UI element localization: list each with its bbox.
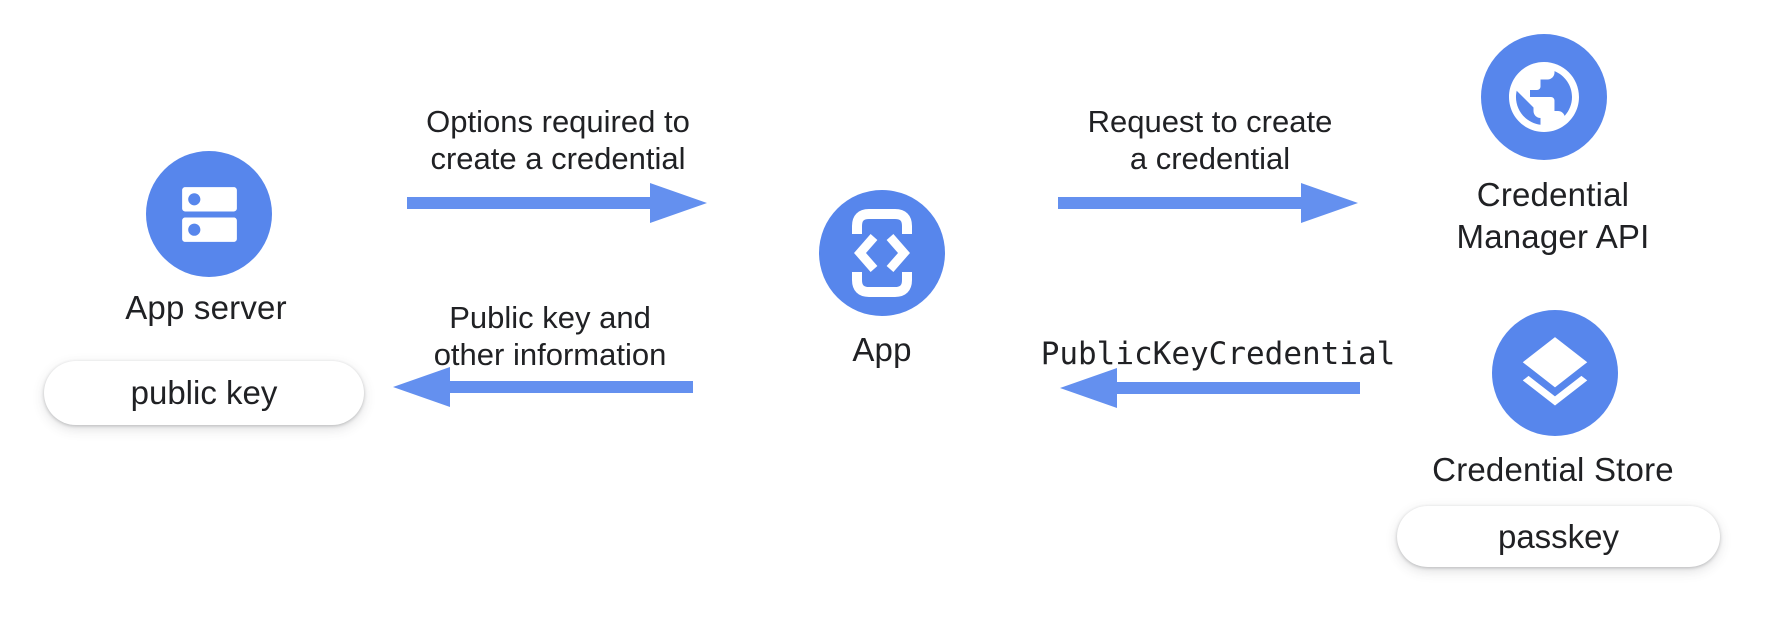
passkey-pill: passkey xyxy=(1397,506,1720,567)
app-node xyxy=(819,190,945,316)
arrow-request xyxy=(1058,181,1358,225)
credential-manager-api-label: Credential Manager API xyxy=(1456,176,1650,255)
arrow-left-icon xyxy=(1060,368,1360,408)
arrow-publickeycredential-label: PublicKeyCredential xyxy=(1040,336,1396,372)
passkey-pill-label: passkey xyxy=(1497,517,1620,555)
credential-store-node xyxy=(1492,310,1618,436)
arrow-right-icon xyxy=(1058,183,1358,223)
arrow-public-key-info xyxy=(393,365,693,409)
arrow-publickeycredential xyxy=(1060,366,1360,410)
app-label: App xyxy=(852,331,912,368)
arrow-request-label: Request to create a credential xyxy=(1087,104,1333,176)
public-key-pill: public key xyxy=(44,361,364,425)
arrow-right-icon xyxy=(407,183,707,223)
layers-icon xyxy=(1522,337,1588,406)
arrow-options-label: Options required to create a credential xyxy=(426,104,690,176)
server-stack-icon xyxy=(181,186,237,242)
app-server-node xyxy=(146,151,272,277)
globe-icon xyxy=(1509,62,1579,132)
arrow-public-key-info-label: Public key and other information xyxy=(433,300,667,372)
arrow-left-icon xyxy=(393,367,693,407)
public-key-pill-label: public key xyxy=(130,374,278,411)
arrow-options xyxy=(407,181,707,225)
app-server-label: App server xyxy=(125,289,287,326)
credential-manager-api-node xyxy=(1481,34,1607,160)
credential-store-label: Credential Store xyxy=(1432,451,1674,488)
phone-code-icon xyxy=(852,209,912,297)
